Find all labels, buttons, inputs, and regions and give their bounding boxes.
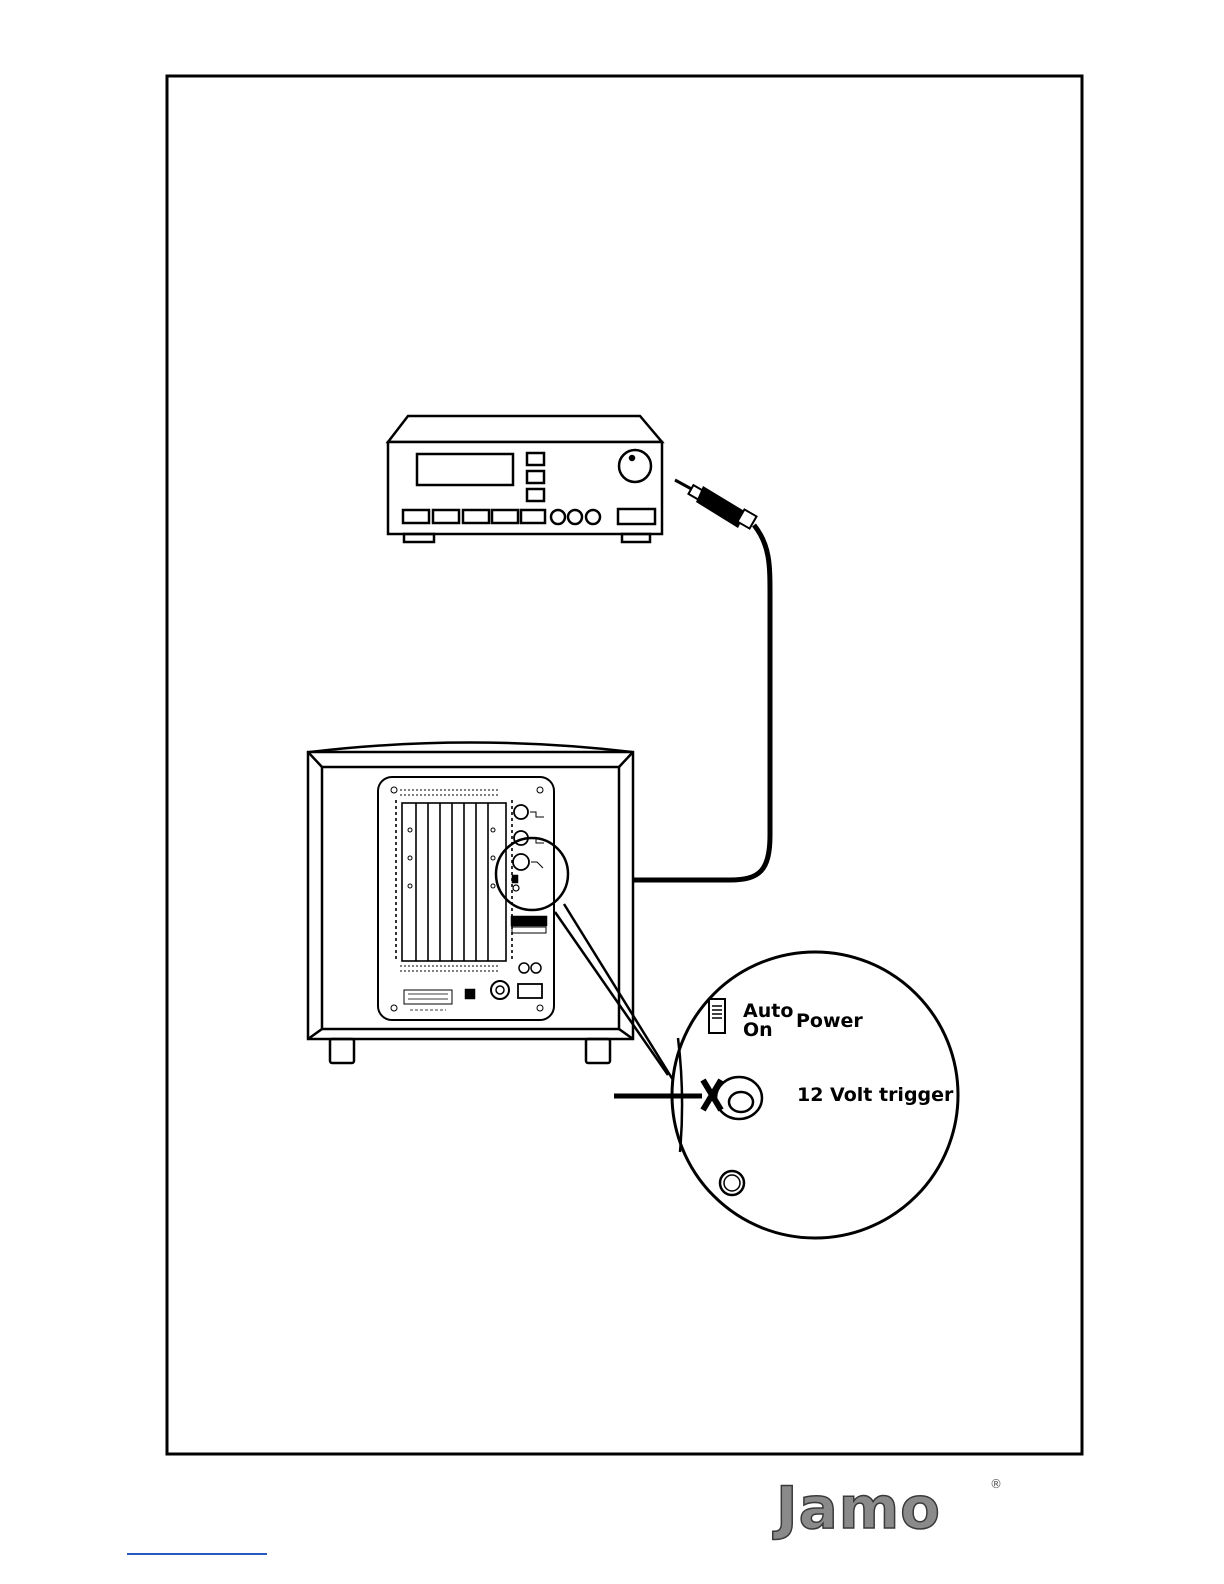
label-power: Power (796, 1010, 863, 1032)
registered-mark: ® (990, 1477, 1002, 1491)
label-12-volt-trigger: 12 Volt trigger (797, 1084, 954, 1106)
zoom-detail: Auto On Power 12 Volt trigger (672, 952, 958, 1238)
trigger-jack-icon (716, 1077, 762, 1119)
receiver-icon (388, 416, 662, 542)
subwoofer-icon (308, 743, 633, 1064)
toggle-switch-icon (709, 999, 725, 1033)
label-on: On (743, 1019, 773, 1041)
brand-wordmark: Jamo (772, 1474, 941, 1542)
brand-logo: Jamo ® (772, 1474, 1002, 1542)
link-underline[interactable] (127, 1553, 267, 1555)
